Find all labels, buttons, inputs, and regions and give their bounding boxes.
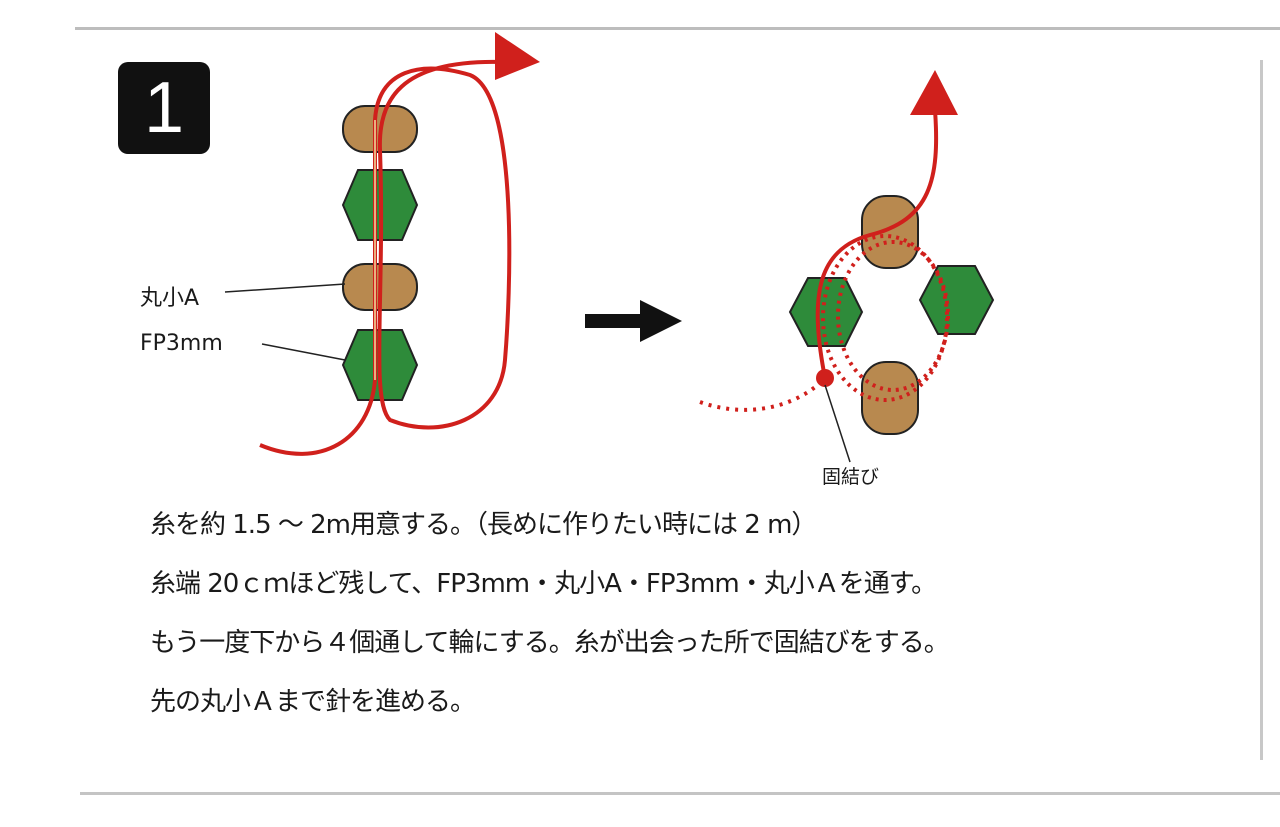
instruction-line: 糸を約 1.5 ～ 2m用意する。（長めに作りたい時には 2 m） [150, 510, 817, 540]
thread-arrowhead [910, 70, 958, 115]
fp-bead [918, 265, 995, 335]
knot-dot [816, 369, 834, 387]
step-number-badge: 1 [118, 62, 210, 154]
leader-line [224, 283, 346, 293]
bottom-divider [80, 792, 1280, 795]
instruction-line: 先の丸小Ａまで針を進める。 [150, 687, 476, 717]
thread-arrowhead [495, 32, 540, 80]
left-strand [224, 32, 540, 456]
knot-label: 固結び [822, 466, 880, 488]
round-bead [861, 361, 919, 435]
leader-line [824, 384, 851, 463]
instruction-line: もう一度下から４個通して輪にする。糸が出会った所で固結びをする。 [150, 628, 950, 658]
instruction-text: 糸を約 1.5 ～ 2m用意する。（長めに作りたい時には 2 m） 糸端 20ｃ… [150, 496, 950, 732]
instruction-line: 糸端 20ｃｍほど残して、FP3mm・丸小A・FP3mm・丸小Ａを通す。 [150, 569, 937, 599]
round-bead-label: 丸小A [140, 286, 200, 311]
fp-bead-label: FP3mm [140, 331, 223, 356]
thread-tail [699, 376, 827, 412]
top-divider [75, 27, 1280, 30]
thread [815, 109, 939, 379]
right-divider [1260, 60, 1263, 760]
round-bead [861, 195, 919, 269]
right-arrow-icon [585, 300, 682, 342]
fp-bead [788, 277, 864, 347]
thread [259, 59, 512, 456]
bead-ring [699, 70, 995, 463]
leader-line [261, 343, 346, 361]
